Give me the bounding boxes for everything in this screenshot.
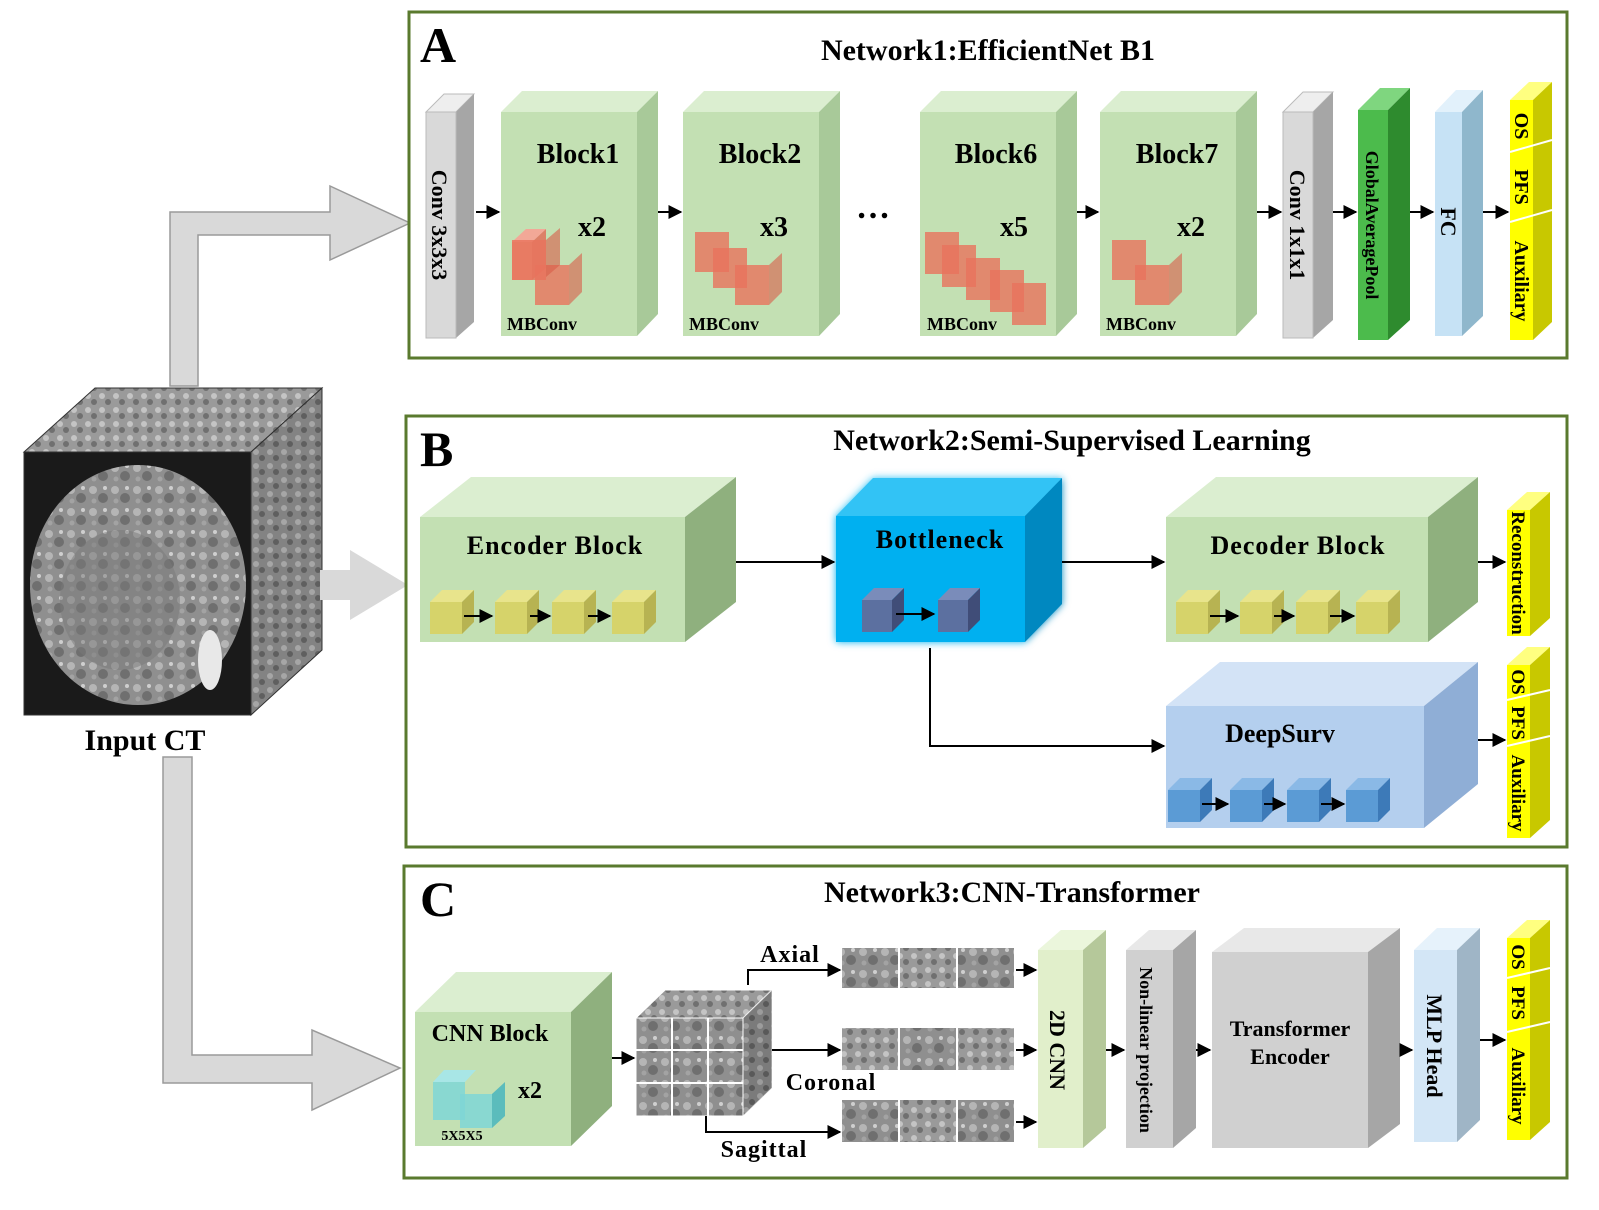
output-a-auxiliary: Auxiliary	[1510, 240, 1532, 321]
block6-multiplier: x5	[1000, 212, 1028, 243]
projection-layer	[1126, 930, 1196, 1148]
block1-label: Block1	[537, 139, 619, 170]
output-c-os: OS	[1507, 944, 1528, 969]
decoder-label: Decoder Block	[1211, 531, 1386, 560]
decoder-block	[1166, 477, 1478, 642]
output-c-auxiliary: Auxiliary	[1507, 1047, 1528, 1125]
axial-label: Axial	[760, 942, 820, 968]
mlp-label: MLP Head	[1422, 994, 1447, 1097]
reconstruction-label: Reconstruction	[1507, 511, 1528, 635]
cnn-block	[415, 972, 612, 1146]
sagittal-slices	[842, 1100, 1014, 1142]
transformer-label-line2: Encoder	[1250, 1044, 1330, 1069]
outputs-c	[1506, 920, 1551, 1140]
kernel-label: 5X5X5	[441, 1129, 482, 1144]
bottleneck-label: Bottleneck	[876, 525, 1004, 554]
global-average-pool-layer	[1358, 88, 1410, 340]
output-a-os: OS	[1510, 113, 1532, 140]
pool-label: GlobalAveragePool	[1362, 151, 1382, 300]
block6-label: Block6	[955, 139, 1037, 170]
fc-label: FC	[1436, 207, 1461, 236]
deepsurv-block	[1166, 662, 1478, 828]
input-ct-label: Input CT	[85, 724, 206, 757]
block1-cube	[501, 91, 658, 336]
axial-slices	[842, 948, 1014, 988]
transformer-label-line1: Transformer	[1230, 1016, 1351, 1041]
panel-a-title: Network1:EfficientNet B1	[821, 34, 1155, 67]
block1-mbconv: MBConv	[507, 314, 577, 334]
outputs-a	[1509, 82, 1553, 340]
panel-a-letter: A	[420, 17, 456, 73]
arrows-c	[612, 963, 1507, 1139]
output-b-auxiliary: Auxiliary	[1507, 754, 1528, 832]
block6-cube	[920, 91, 1077, 336]
projection-label: Non-linear projection	[1136, 967, 1156, 1133]
block2-cube	[683, 91, 840, 336]
arrows-b	[464, 555, 1507, 811]
deepsurv-label: DeepSurv	[1225, 719, 1335, 748]
encoder-block	[420, 477, 736, 642]
bottleneck-block	[836, 478, 1062, 642]
ellipsis: …	[856, 189, 890, 226]
transformer-encoder-block	[1212, 928, 1400, 1148]
block6-mbconv: MBConv	[927, 314, 997, 334]
coronal-label: Coronal	[786, 1070, 877, 1096]
flow-arrow-to-a	[169, 184, 412, 387]
encoder-label: Encoder Block	[467, 531, 643, 560]
block2-label: Block2	[719, 139, 801, 170]
block2-mbconv: MBConv	[689, 314, 759, 334]
cnn-2d-layer	[1038, 930, 1106, 1148]
sagittal-label: Sagittal	[721, 1137, 808, 1163]
coronal-slices	[842, 1028, 1014, 1070]
fc-layer	[1435, 90, 1483, 336]
outputs-b	[1506, 647, 1551, 838]
output-b-pfs: PFS	[1507, 706, 1528, 740]
conv-out-label: Conv 1x1x1	[1285, 170, 1310, 281]
panel-c-title: Network3:CNN-Transformer	[824, 876, 1200, 909]
conv-1x1x1-layer	[1281, 91, 1335, 339]
flow-arrow-to-c	[162, 756, 402, 1112]
block1-multiplier: x2	[578, 212, 606, 243]
output-a-pfs: PFS	[1510, 169, 1532, 205]
mlp-head-layer	[1414, 928, 1480, 1142]
panel-b-title: Network2:Semi-Supervised Learning	[833, 424, 1310, 457]
cnn-block-label: CNN Block	[432, 1021, 549, 1047]
block7-cube	[1100, 91, 1257, 336]
conv-in-label: Conv 3x3x3	[427, 170, 452, 281]
block2-multiplier: x3	[760, 212, 788, 243]
output-b-os: OS	[1507, 669, 1528, 694]
block7-mbconv: MBConv	[1106, 314, 1176, 334]
cnn-block-multiplier: x2	[518, 1078, 542, 1104]
panel-c-letter: C	[420, 871, 456, 927]
flow-arrow-to-b	[320, 550, 408, 620]
panel-b-letter: B	[420, 421, 453, 477]
block7-label: Block7	[1136, 139, 1218, 170]
block7-multiplier: x2	[1177, 212, 1205, 243]
cnn-2d-label: 2D CNN	[1045, 1010, 1070, 1090]
ct-view-cube	[634, 988, 774, 1118]
output-c-pfs: PFS	[1507, 986, 1528, 1020]
reconstruction-output	[1507, 492, 1550, 636]
conv-3x3x3-layer	[424, 93, 476, 339]
input-ct-cube	[22, 386, 324, 717]
